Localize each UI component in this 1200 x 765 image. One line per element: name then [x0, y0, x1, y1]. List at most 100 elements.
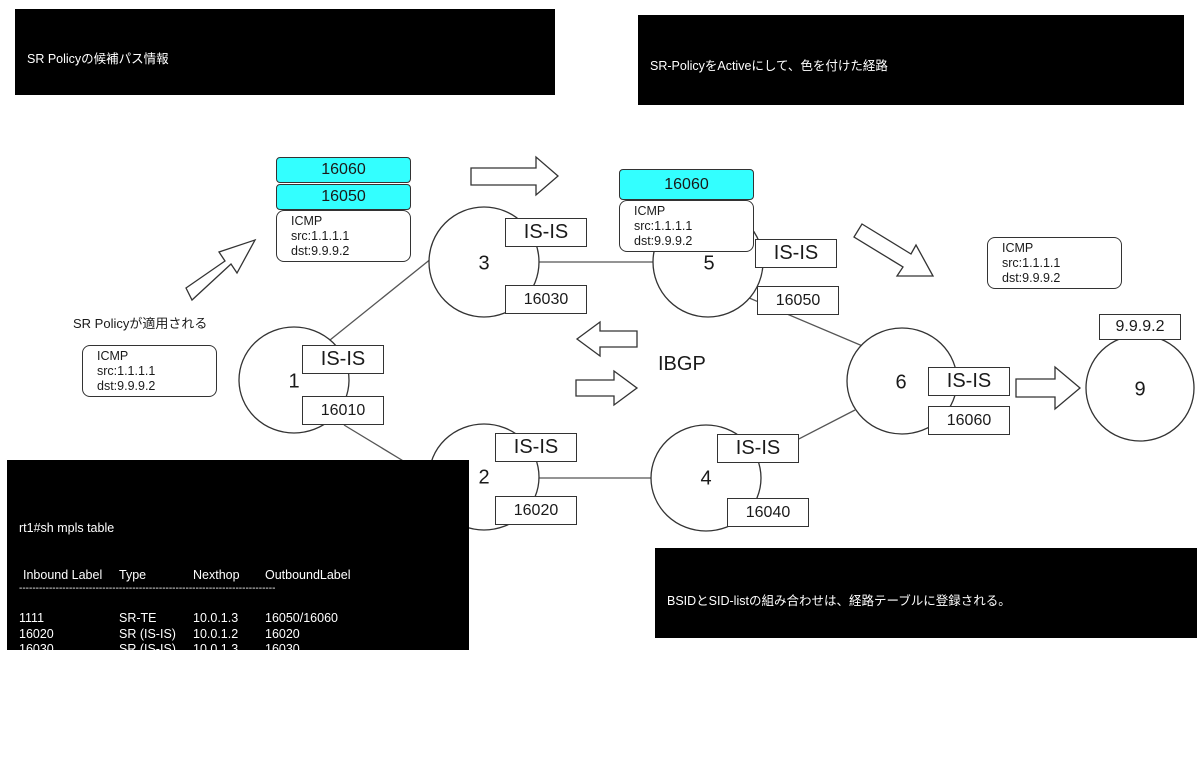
packet-line: ICMP: [97, 349, 129, 363]
terminal-route-active: SR-PolicyをActiveにして、色を付けた経路 rt1#ip -M r …: [638, 15, 1184, 213]
mpls-command: rt1#sh mpls table: [19, 521, 115, 535]
packet-line: ICMP: [1002, 241, 1034, 255]
table-cell: 10.0.1.3: [193, 642, 239, 656]
router-4-label: 4: [700, 467, 712, 490]
table-cell: 16050: [19, 673, 54, 687]
table-cell: 16050: [265, 673, 300, 687]
router-1-label: 1: [288, 370, 300, 393]
router-4-sid: 16040: [727, 498, 809, 527]
packet-before: ICMP src:1.1.1.1 dst:9.9.9.2: [82, 345, 217, 397]
ibgp-arrow-right: [575, 369, 639, 407]
router-5-sid: 16050: [757, 286, 839, 315]
table-cell: SR (IS-IS): [119, 657, 176, 672]
router-9-label: 9: [1134, 378, 1146, 401]
arrow-6-to-9: [1015, 365, 1082, 411]
router-3-sid: 16030: [505, 285, 587, 314]
label-stack-top: 16060: [276, 157, 411, 183]
route-active-line: SR-PolicyをActiveにして、色を付けた経路: [650, 59, 888, 73]
mpls-header-cell: Inbound Label: [23, 567, 103, 582]
label-stack-second: 16050: [276, 184, 411, 210]
policy-detail-line: endpoint: 6.6.6.6 Color: 1 Name: default…: [27, 145, 407, 159]
mpls-separator: ----------------------------------------…: [19, 583, 276, 594]
table-cell: 16040: [265, 657, 300, 672]
table-cell: 16020: [19, 626, 54, 641]
policy-detail-line: SR Policyの候補パス情報: [27, 52, 169, 66]
policy-detail-line: rt1# sh sr-te policy detail: [27, 98, 163, 113]
packet-line: dst:9.9.9.2: [634, 234, 693, 248]
mpls-header-cell: OutboundLabel: [265, 567, 351, 582]
packet-after-policy: ICMP src:1.1.1.1 dst:9.9.9.2: [276, 210, 411, 262]
router-9-address: 9.9.9.2: [1099, 314, 1181, 340]
router-4-protocol: IS-IS: [717, 434, 799, 463]
table-cell: SR (IS-IS): [119, 626, 176, 641]
table-cell: 1111: [19, 611, 45, 625]
bsid-route-line: BSIDとSID-listの組み合わせは、経路テーブルに登録される。: [667, 594, 1011, 608]
label-stack-remaining: 16060: [619, 169, 754, 200]
table-cell: SR (IS-IS): [119, 673, 176, 687]
router-5-protocol: IS-IS: [755, 239, 837, 268]
router-6-protocol: IS-IS: [928, 367, 1010, 396]
packet-line: src:1.1.1.1: [1002, 256, 1061, 270]
table-cell: SR (IS-IS): [119, 642, 176, 656]
packet-line: src:1.1.1.1: [97, 364, 156, 378]
link-1-3: [329, 257, 433, 341]
table-row: 16060 SR (IS-IS) 10.0.1.2 16060: [19, 689, 351, 705]
table-row: 16050 SR (IS-IS) 10.0.1.3 16050: [19, 673, 351, 689]
table-cell: 16030: [265, 642, 300, 656]
policy-applied-text: SR Policyが適用される: [73, 316, 208, 331]
table-cell: 16040: [19, 657, 54, 672]
router-2-protocol: IS-IS: [495, 433, 577, 462]
router-6-sid: 16060: [928, 406, 1010, 435]
arrow-forward-top: [470, 155, 559, 197]
packet-line: src:1.1.1.1: [634, 219, 693, 233]
bsid-route-line: rt1#ip -M r: [667, 640, 724, 655]
terminal-mpls-table: rt1#sh mpls table Inbound Label Type Nex…: [7, 460, 469, 703]
terminal-bsid-route: BSIDとSID-listの組み合わせは、経路テーブルに登録される。 rt1#i…: [655, 548, 1197, 748]
packet-line: dst:9.9.9.2: [291, 244, 350, 258]
router-2-label: 2: [478, 466, 490, 489]
ibgp-arrow-left: [575, 320, 638, 358]
table-row: 16020 SR (IS-IS) 10.0.1.2 16020: [19, 627, 351, 643]
table-cell: 16030: [19, 642, 54, 656]
table-cell: 16050/16060: [265, 611, 338, 625]
bsid-route-line: …: [667, 687, 680, 701]
mpls-header-row: Inbound Label Type Nexthop OutboundLabel: [19, 568, 351, 584]
packet-line: src:1.1.1.1: [291, 229, 350, 243]
table-cell: 10.0.1.2: [193, 688, 239, 703]
link-1-2: [343, 424, 406, 463]
router-2-sid: 16020: [495, 496, 577, 525]
table-row: [19, 595, 351, 611]
arrow-to-node6: [853, 223, 935, 277]
table-cell: SR-TE: [119, 611, 157, 625]
packet-line: dst:9.9.9.2: [1002, 271, 1061, 285]
table-row: 1111 SR-TE 10.0.1.3 16050/16060: [19, 611, 351, 627]
table-cell: 16020: [265, 626, 300, 641]
mpls-header-cell: Type: [119, 567, 147, 582]
packet-final: ICMP src:1.1.1.1 dst:9.9.9.2: [987, 237, 1122, 289]
terminal-policy-detail: SR Policyの候補パス情報 rt1# sh sr-te policy de…: [15, 9, 555, 206]
packet-after-pop: ICMP src:1.1.1.1 dst:9.9.9.2: [619, 200, 754, 252]
router-3-protocol: IS-IS: [505, 218, 587, 247]
bsid-route-line: 1111 encap mpls 16050/16060 via 10.0.1.3…: [667, 733, 1090, 748]
route-active-line: rt1#ip -M r: [650, 105, 707, 120]
router-3-label: 3: [478, 252, 490, 275]
table-cell: 10.0.1.3: [193, 611, 239, 625]
arrow-policy-apply: [185, 238, 257, 302]
table-cell: 16060: [265, 688, 300, 703]
router-5-label: 5: [703, 252, 715, 275]
table-cell: 10.0.1.2: [193, 657, 239, 672]
table-cell: 10.0.1.3: [193, 673, 239, 687]
route-active-line: …: [650, 152, 663, 166]
mpls-separator-row: ----------------------------------------…: [19, 583, 351, 595]
table-cell: 16060: [19, 688, 54, 703]
router-1-protocol: IS-IS: [302, 345, 384, 374]
packet-line: ICMP: [634, 204, 666, 218]
packet-line: ICMP: [291, 214, 323, 228]
table-row: 16040 SR (IS-IS) 10.0.1.2 16040: [19, 658, 351, 674]
table-row: 16030 SR (IS-IS) 10.0.1.3 16030: [19, 642, 351, 658]
router-1-sid: 16010: [302, 396, 384, 425]
mpls-header-cell: Nexthop: [193, 567, 240, 582]
router-6-label: 6: [895, 371, 907, 394]
ibgp-label: IBGP: [658, 353, 706, 375]
table-cell: 10.0.1.2: [193, 626, 239, 641]
